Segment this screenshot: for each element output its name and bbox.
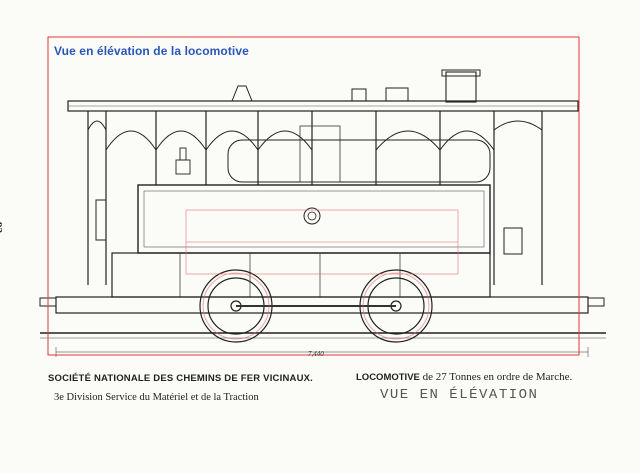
caption-locomotive-lead: LOCOMOTIVE [356,372,420,383]
caption-view: VUE EN ÉLÉVATION [380,387,539,403]
red-trace [185,209,459,340]
page-number: 92 [0,222,4,233]
lower-skirt [111,252,491,298]
caption-locomotive-rest: de 27 Tonnes en ordre de Marche. [419,371,573,383]
roof-columns [87,111,543,285]
dimension-label: 7,440 [308,350,324,358]
skirt-dividers [179,253,401,297]
caption-company: SOCIÉTÉ NATIONALE DES CHEMINS DE FER VIC… [48,373,314,384]
lantern [231,85,253,102]
overlay-title: Vue en élévation de la locomotive [54,44,249,58]
left-control-column [95,199,107,241]
whistle-housing [351,88,367,102]
buffer-right [587,297,605,307]
steam-dome [385,87,409,102]
caption-locomotive: LOCOMOTIVE de 27 Tonnes en ordre de Marc… [356,371,572,383]
roof-arches [87,120,543,151]
emblem [303,207,321,225]
chimney [445,71,477,103]
caption-division: 3e Division Service du Matériel et de la… [54,392,259,403]
highlight-box [47,36,580,356]
right-control-box [503,227,523,255]
boiler [227,139,491,183]
